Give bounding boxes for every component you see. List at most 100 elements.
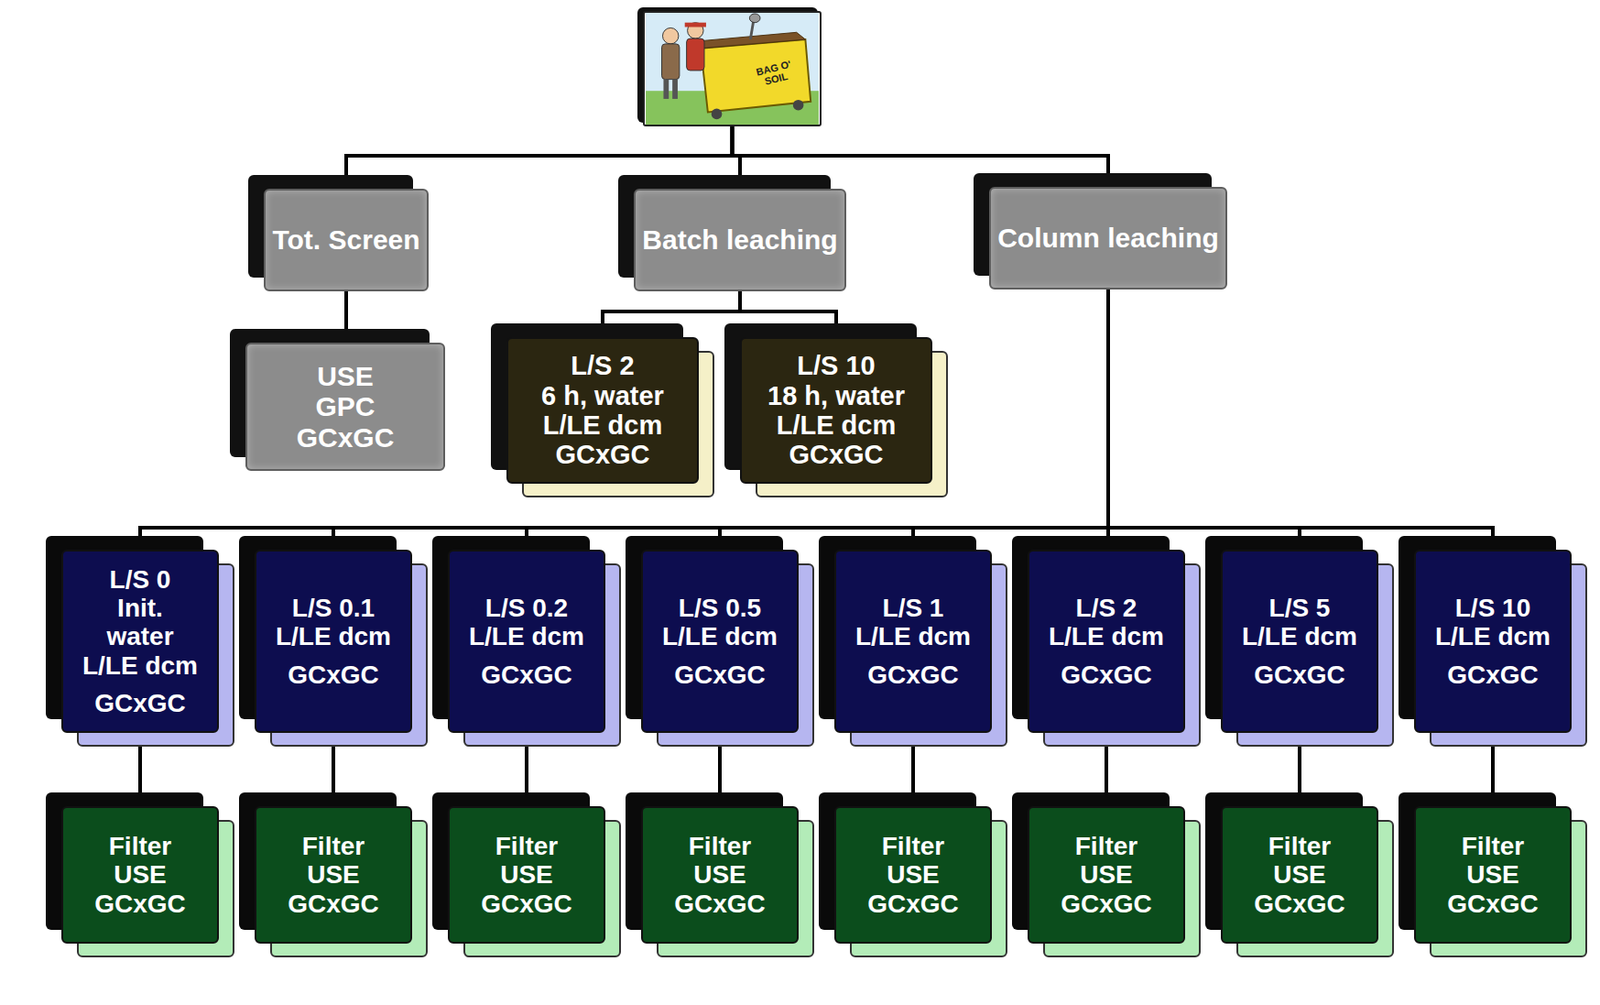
box-label: L/LE dcm — [776, 410, 897, 440]
box-label: L/LE dcm — [1241, 621, 1358, 651]
box-label: Filter — [108, 831, 172, 860]
box-label: USE — [693, 859, 747, 889]
batch-step-box: L/S 1018 h, waterL/LE dcmGCxGC — [740, 337, 933, 484]
box-label: Column leaching — [997, 222, 1220, 254]
column-step-box: L/S 0.5L/LE dcmGCxGC — [641, 549, 799, 733]
box-label: L/S 2 — [1076, 593, 1138, 622]
box-label: GCxGC — [287, 889, 380, 918]
box-label: Filter — [881, 831, 945, 860]
box-text: Column leaching — [989, 186, 1228, 290]
box-label: Init. — [117, 593, 164, 622]
box-text: FilterUSEGCxGC — [834, 805, 992, 944]
column-step-box: L/S 1L/LE dcmGCxGC — [834, 549, 992, 733]
column-step-box: L/S 5L/LE dcmGCxGC — [1220, 549, 1379, 733]
box-label: GPC — [315, 391, 375, 423]
soil-bag-cartoon — [644, 12, 820, 125]
box-label: L/LE dcm — [82, 651, 198, 680]
filter-box: FilterUSEGCxGC — [1414, 805, 1572, 944]
box-label: USE — [886, 859, 940, 889]
column-step-box: L/S 0Init.waterL/LE dcmGCxGC — [61, 549, 219, 733]
box-label: GCxGC — [94, 889, 186, 918]
box-text: L/S 26 h, waterL/LE dcmGCxGC — [506, 337, 699, 484]
box-label: GCxGC — [1060, 889, 1153, 918]
box-label: USE — [500, 859, 554, 889]
box-label: USE — [316, 360, 374, 392]
tree-connector — [333, 289, 1109, 550]
box-label: L/S 0.5 — [678, 593, 762, 622]
filter-box: FilterUSEGCxGC — [1220, 805, 1379, 944]
box-label: GCxGC — [1253, 889, 1346, 918]
tree-connector — [1108, 289, 1300, 550]
box-text: L/S 0.1L/LE dcmGCxGC — [254, 549, 413, 733]
box-text: FilterUSEGCxGC — [641, 805, 799, 944]
box-text: FilterUSEGCxGC — [61, 805, 219, 944]
box-text: L/S 10L/LE dcmGCxGC — [1414, 549, 1572, 733]
box-text: FilterUSEGCxGC — [1220, 805, 1379, 944]
box-text: L/S 0.5L/LE dcmGCxGC — [641, 549, 799, 733]
box-label: USE — [113, 859, 167, 889]
box-label: GCxGC — [287, 660, 380, 689]
process-box: Batch leaching — [633, 188, 847, 292]
box-label: USE — [1079, 859, 1133, 889]
box-label: 6 h, water — [541, 380, 664, 411]
box-label: L/S 1 — [882, 593, 945, 622]
box-label: L/LE dcm — [468, 621, 585, 651]
box-text: L/S 5L/LE dcmGCxGC — [1220, 549, 1379, 733]
box-label: USE — [1273, 859, 1327, 889]
box-text: Batch leaching — [633, 188, 847, 292]
box-label: L/LE dcm — [275, 621, 392, 651]
box-label: GCxGC — [867, 660, 959, 689]
box-label: L/LE dcm — [543, 410, 664, 440]
box-label: 18 h, water — [767, 380, 905, 411]
box-text: FilterUSEGCxGC — [447, 805, 606, 944]
column-step-box: L/S 10L/LE dcmGCxGC — [1414, 549, 1572, 733]
box-text: L/S 0.2L/LE dcmGCxGC — [447, 549, 606, 733]
box-label: USE — [1466, 859, 1520, 889]
box-label: Filter — [1075, 831, 1138, 860]
box-label: Filter — [1268, 831, 1331, 860]
box-text: FilterUSEGCxGC — [1027, 805, 1186, 944]
box-label: L/S 10 — [796, 350, 875, 381]
box-text: L/S 1018 h, waterL/LE dcmGCxGC — [740, 337, 933, 484]
box-label: Filter — [688, 831, 752, 860]
box-label: GCxGC — [867, 889, 959, 918]
box-label: L/S 0.1 — [292, 593, 375, 622]
illustration-box: BAG O' SOIL — [642, 10, 822, 127]
box-text: USEGPCGCxGC — [245, 342, 446, 471]
box-text: Tot. Screen — [263, 188, 429, 292]
box-label: L/LE dcm — [1048, 621, 1165, 651]
box-label: GCxGC — [480, 889, 573, 918]
box-label: Filter — [1461, 831, 1524, 860]
box-label: GCxGC — [1253, 660, 1346, 689]
batch-step-box: L/S 26 h, waterL/LE dcmGCxGC — [506, 337, 699, 484]
box-label: L/S 10 — [1455, 593, 1531, 622]
box-label: GCxGC — [674, 889, 766, 918]
box-label: Filter — [302, 831, 365, 860]
column-step-box: L/S 2L/LE dcmGCxGC — [1027, 549, 1186, 733]
box-label: GCxGC — [555, 439, 650, 469]
box-label: L/LE dcm — [855, 621, 971, 651]
filter-box: FilterUSEGCxGC — [834, 805, 992, 944]
process-box: USEGPCGCxGC — [245, 342, 446, 471]
box-text: FilterUSEGCxGC — [1414, 805, 1572, 944]
box-label: Tot. Screen — [272, 224, 420, 256]
tree-connector — [140, 289, 1109, 550]
tree-connector — [1108, 289, 1493, 550]
filter-box: FilterUSEGCxGC — [447, 805, 606, 944]
box-label: GCxGC — [1060, 660, 1153, 689]
filter-box: FilterUSEGCxGC — [254, 805, 413, 944]
box-face — [642, 10, 822, 127]
box-label: Filter — [495, 831, 558, 860]
box-label: USE — [306, 859, 360, 889]
box-text: L/S 1L/LE dcmGCxGC — [834, 549, 992, 733]
tree-connector — [719, 289, 1109, 550]
filter-box: FilterUSEGCxGC — [641, 805, 799, 944]
box-text: L/S 0Init.waterL/LE dcmGCxGC — [61, 549, 219, 733]
box-label: GCxGC — [1447, 660, 1539, 689]
box-text: L/S 2L/LE dcmGCxGC — [1027, 549, 1186, 733]
box-label: GCxGC — [94, 688, 186, 718]
box-label: GCxGC — [296, 422, 395, 454]
box-label: L/S 5 — [1269, 593, 1331, 622]
box-label: L/S 2 — [570, 350, 634, 381]
box-label: GCxGC — [674, 660, 766, 689]
